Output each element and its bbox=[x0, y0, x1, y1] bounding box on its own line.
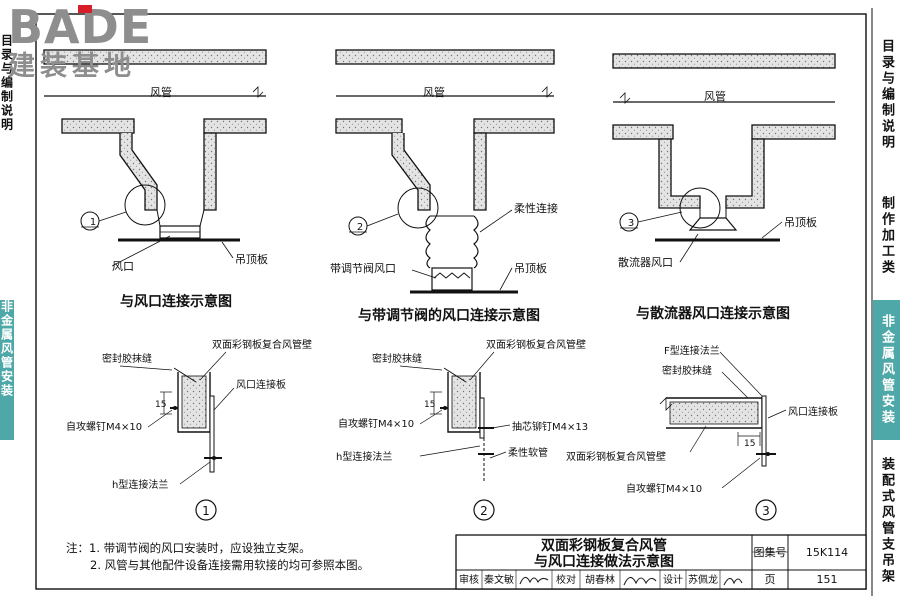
review-label: 审核 bbox=[459, 573, 479, 586]
detail-2: 15 密封胶抹缝 双面彩钢板复合风管壁 自攻螺钉M4×10 抽芯铆钉M4×13 … bbox=[336, 338, 588, 521]
ceiling-label-1: 吊顶板 bbox=[235, 252, 268, 266]
title-line-1: 双面彩钢板复合风管 bbox=[541, 537, 667, 554]
flexible-connection-label: 柔性连接 bbox=[514, 201, 558, 215]
detail-number-2: 2 bbox=[480, 504, 488, 518]
design-signature bbox=[723, 577, 743, 586]
drawing-frame bbox=[35, 13, 867, 590]
side-tab-fabrication[interactable]: 制作加工类 bbox=[879, 195, 894, 276]
review-name: 秦文敏 bbox=[484, 573, 514, 586]
f-flange-label: F型连接法兰 bbox=[664, 344, 720, 357]
duct-label-2: 风管 bbox=[423, 85, 445, 99]
atlas-value: 15K114 bbox=[806, 546, 848, 559]
dim-15-1: 15 bbox=[155, 400, 166, 410]
review-signature bbox=[519, 576, 549, 585]
flange-label-1: h型连接法兰 bbox=[112, 478, 168, 491]
title-block: 双面彩钢板复合风管 与风口连接做法示意图 图集号 15K114 页 151 审核… bbox=[455, 534, 867, 590]
wall-label-3: 双面彩钢板复合风管壁 bbox=[566, 450, 666, 463]
notes-prefix: 注： bbox=[66, 541, 89, 555]
side-tab-contents[interactable]: 目录与编制说明 bbox=[879, 39, 894, 151]
atlas-label: 图集号 bbox=[754, 545, 787, 559]
rivet-label: 抽芯铆钉M4×13 bbox=[512, 420, 588, 433]
note-2: 2. 风管与其他配件设备连接需用软接的均可参照本图。 bbox=[90, 558, 370, 572]
screw-label-1: 自攻螺钉M4×10 bbox=[66, 420, 142, 433]
diagram-outlet-connection: 1 风管 风口 吊顶板 与风口连接示意图 bbox=[43, 49, 268, 310]
brand-logo: BADE 建装基地 bbox=[8, 4, 152, 82]
caption-outlet: 与风口连接示意图 bbox=[120, 293, 232, 310]
flange-label-2: h型连接法兰 bbox=[336, 450, 392, 463]
detail-number-3: 3 bbox=[762, 504, 770, 518]
left-nav-nonmetal[interactable]: 非金属风管安装 bbox=[0, 300, 14, 440]
marker-3-label: 3 bbox=[628, 218, 634, 229]
diffuser-label: 散流器风口 bbox=[618, 255, 673, 269]
detail-number-1: 1 bbox=[202, 504, 210, 518]
sealant-label-1: 密封胶抹缝 bbox=[102, 352, 152, 365]
marker-1-label: 1 bbox=[90, 217, 96, 228]
check-name: 胡春林 bbox=[585, 573, 615, 586]
dim-15-3: 15 bbox=[744, 439, 755, 449]
title-line-2: 与风口连接做法示意图 bbox=[534, 553, 674, 570]
notes: 注：1. 带调节阀的风口安装时，应设独立支架。 2. 风管与其他配件设备连接需用… bbox=[66, 540, 369, 574]
plate-label-3: 风口连接板 bbox=[788, 405, 838, 418]
sealant-label-2: 密封胶抹缝 bbox=[372, 352, 422, 365]
wall-label-2: 双面彩钢板复合风管壁 bbox=[486, 338, 586, 351]
check-label: 校对 bbox=[556, 573, 576, 586]
design-label: 设计 bbox=[663, 573, 683, 586]
diagram-damper-outlet-connection: 2 风管 柔性连接 带调节阀风口 吊顶板 与带调节阀的风口连接示意图 bbox=[330, 49, 558, 324]
caption-damper-outlet: 与带调节阀的风口连接示意图 bbox=[358, 307, 540, 324]
left-nav-contents[interactable]: 目录与编制说明 bbox=[0, 34, 14, 132]
damper-outlet-label: 带调节阀风口 bbox=[330, 261, 396, 275]
detail-1: 15 密封胶抹缝 双面彩钢板复合风管壁 风口连接板 自攻螺钉M4×10 h型连接… bbox=[66, 338, 312, 521]
caption-diffuser: 与散流器风口连接示意图 bbox=[636, 305, 790, 322]
screw-label-3: 自攻螺钉M4×10 bbox=[626, 482, 702, 495]
outlet-label: 风口 bbox=[112, 260, 134, 273]
dim-15-2: 15 bbox=[424, 400, 435, 410]
side-tab-nonmetal-duct[interactable]: 非金属风管安装 bbox=[873, 300, 900, 440]
wall-label-1: 双面彩钢板复合风管壁 bbox=[212, 338, 312, 351]
detail-3: 15 F型连接法兰 密封胶抹缝 风口连接板 双面彩钢板复合风管壁 自攻螺钉M4×… bbox=[566, 344, 838, 521]
ceiling-label-2: 吊顶板 bbox=[514, 261, 547, 275]
marker-2-label: 2 bbox=[357, 222, 363, 233]
page-label: 页 bbox=[765, 573, 776, 586]
ceiling-label-3: 吊顶板 bbox=[784, 215, 817, 229]
hose-label: 柔性软管 bbox=[508, 446, 548, 459]
plate-label-1: 风口连接板 bbox=[236, 378, 286, 391]
note-1: 1. 带调节阀的风口安装时，应设独立支架。 bbox=[89, 541, 311, 555]
duct-label-3: 风管 bbox=[704, 89, 726, 103]
sealant-label-3: 密封胶抹缝 bbox=[662, 364, 712, 377]
logo-accent-mark bbox=[78, 5, 92, 13]
duct-label-1: 风管 bbox=[150, 85, 172, 99]
page-value: 151 bbox=[817, 573, 838, 586]
check-signature bbox=[623, 576, 657, 586]
side-tab-hangers[interactable]: 装配式风管支吊架 bbox=[879, 457, 894, 585]
screw-label-2: 自攻螺钉M4×10 bbox=[338, 417, 414, 430]
design-name: 苏佩龙 bbox=[688, 573, 718, 586]
logo-subtitle: 建装基地 bbox=[8, 51, 136, 82]
diagram-diffuser-connection: 3 风管 吊顶板 散流器风口 与散流器风口连接示意图 bbox=[612, 53, 836, 322]
